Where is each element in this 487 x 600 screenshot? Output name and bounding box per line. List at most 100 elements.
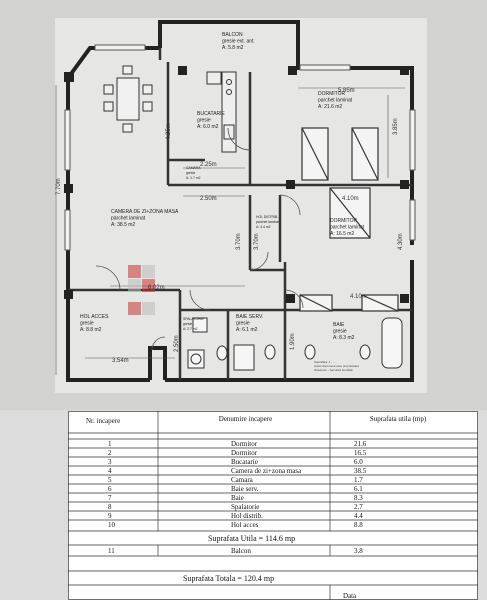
table-row-nr: 5 xyxy=(108,476,112,484)
table-row-name: Baie xyxy=(231,494,244,502)
room-spalatorie-sub: gresie xyxy=(183,322,192,326)
stamp-line-1: Suprafata: 1 - ... xyxy=(314,360,336,364)
dimension-d410a: 4.10m xyxy=(342,196,359,202)
room-baie-serv-area: A: 6.1 m2 xyxy=(236,327,258,333)
dimension-d770: 7.70m xyxy=(56,178,62,195)
table-row-area: 4.4 xyxy=(354,512,363,520)
table-row-nr: 8 xyxy=(108,503,112,511)
dimension-d250: 2.50m xyxy=(200,196,217,202)
room-camara-name: CAMARA xyxy=(186,166,201,170)
room-dormitor2-name: DORMITOR xyxy=(330,218,358,224)
table-row-area: 6.0 xyxy=(354,458,363,466)
table-row-nr: 10 xyxy=(108,521,115,529)
room-living-name: CAMERA DE ZI+ZONA MASA xyxy=(111,209,179,215)
table-row-area: 16.5 xyxy=(354,449,367,457)
room-balcon-area: A: 5.8 m2 xyxy=(222,45,244,51)
dimension-d425: 4.25m xyxy=(166,123,172,140)
balcon-area: 3.8 xyxy=(354,547,363,555)
room-dormitor1-name: DORMITOR xyxy=(318,91,346,97)
kitchen-counter xyxy=(206,71,237,153)
dimension-d370b: 3.70m xyxy=(254,233,260,250)
table-row-area: 1.7 xyxy=(354,476,363,484)
table-row-nr: 1 xyxy=(108,440,112,448)
wardrobes xyxy=(299,127,399,312)
room-dormitor2-sub: parchet laminat xyxy=(330,225,365,231)
room-balcon-name: BALCON xyxy=(222,32,243,38)
room-baie-serv-sub: gresie xyxy=(236,321,250,327)
table-grid xyxy=(68,411,478,600)
room-hol-distrib-name: HOL DISTRIB. xyxy=(256,215,278,219)
room-dormitor1-sub: parchet laminat xyxy=(318,98,353,104)
dining-table xyxy=(103,65,153,133)
room-spalatorie-area: A: 2.7 m2 xyxy=(183,327,198,331)
table-row-name: Camera de zi+zona masa xyxy=(231,467,302,475)
bathroom-fixtures xyxy=(187,317,403,371)
watermark-logo xyxy=(128,265,155,315)
room-spalatorie-name: SPALATORIE xyxy=(183,317,204,321)
room-camara-area: A: 1.7 m2 xyxy=(186,176,201,180)
header-suprafata: Suprafata utila (mp) xyxy=(369,415,427,423)
table-row-name: Hol acces xyxy=(231,521,259,529)
table-row-name: Baie serv. xyxy=(231,485,259,493)
dimension-lines xyxy=(55,85,405,375)
table-row-name: Camara xyxy=(231,476,253,484)
interior-walls xyxy=(68,48,412,380)
room-dormitor2-area: A: 16.5 m2 xyxy=(330,231,354,237)
dimension-d354: 3.54m xyxy=(112,358,129,364)
room-living-sub: parchet laminat xyxy=(111,216,146,222)
dimension-d225: 2.25m xyxy=(200,162,217,168)
corner-data-label: Data xyxy=(343,592,357,600)
table-row-nr: 2 xyxy=(108,449,112,457)
stamp-line-3: Niculescu - Serviciul Imobiliar xyxy=(314,368,353,372)
header-nr: Nr. incapere xyxy=(86,417,121,425)
balcon-name: Balcon xyxy=(231,547,251,555)
room-baie-name: BAIE xyxy=(333,322,345,328)
room-baie-serv-name: BAIE SERV. xyxy=(236,314,263,320)
room-hol-distrib-sub: parchet laminat xyxy=(256,220,279,224)
dimension-d190: 1.90m xyxy=(290,333,296,350)
table-row-area: 8.8 xyxy=(354,521,363,529)
room-hol-acces-sub: gresie xyxy=(80,321,94,327)
room-living-area: A: 38.5 m2 xyxy=(111,222,135,228)
table-row-name: Dormitor xyxy=(231,449,258,457)
suprafata-totala: Suprafata Totala = 120.4 mp xyxy=(183,574,275,583)
suprafata-utila-total: Suprafata Utila = 114.6 mp xyxy=(208,534,296,543)
table-row-name: Spalatorie xyxy=(231,503,260,511)
dimension-d430: 4.30m xyxy=(398,233,404,250)
table-row-area: 21.6 xyxy=(354,440,367,448)
room-dormitor1-area: A: 21.6 m2 xyxy=(318,104,342,110)
table-row-name: Bucatarie xyxy=(231,458,258,466)
stamp-line-2: Acest document este proprietatea xyxy=(314,364,359,368)
dimension-d410b: 4.10m xyxy=(350,294,367,300)
room-hol-distrib-area: A: 4.4 m2 xyxy=(256,225,271,229)
table-row-area: 8.3 xyxy=(354,494,363,502)
area-table: Nr. incapere Denumire incapere Suprafata… xyxy=(68,411,478,600)
dimension-d370a: 3.70m xyxy=(236,233,242,250)
dimension-d585: 5.85m xyxy=(338,88,355,94)
room-bucatarie-area: A: 6.0 m2 xyxy=(197,124,219,130)
table-row-nr: 7 xyxy=(108,494,112,502)
room-balcon-sub: gresie ext. ant. xyxy=(222,39,255,45)
table-row-area: 2.7 xyxy=(354,503,363,511)
columns xyxy=(64,66,409,303)
room-hol-acces-area: A: 8.8 m2 xyxy=(80,327,102,333)
table-row-name: Hol distrib. xyxy=(231,512,263,520)
room-bucatarie-name: BUCATARIE xyxy=(197,111,226,117)
room-camara-sub: gresie xyxy=(186,171,195,175)
room-baie-area: A: 8.3 m2 xyxy=(333,335,355,341)
table-row-nr: 9 xyxy=(108,512,112,520)
outer-walls xyxy=(66,20,414,382)
dimension-d602: 6.02m xyxy=(148,285,165,291)
room-baie-sub: gresie xyxy=(333,329,347,335)
table-row-name: Dormitor xyxy=(231,440,258,448)
table-row-nr: 3 xyxy=(108,458,112,466)
windows xyxy=(64,44,416,251)
header-denumire: Denumire incapere xyxy=(218,415,273,423)
room-bucatarie-sub: gresie xyxy=(197,118,211,124)
dimension-d385: 3.85m xyxy=(393,118,399,135)
room-hol-acces-name: HOL ACCES xyxy=(80,314,109,320)
dimension-d250b: 2.50m xyxy=(174,335,180,352)
stamp-note: Suprafata: 1 - ... Acest document este p… xyxy=(314,360,359,372)
balcon-nr: 11 xyxy=(108,547,115,555)
table-row-area: 6.1 xyxy=(354,485,363,493)
